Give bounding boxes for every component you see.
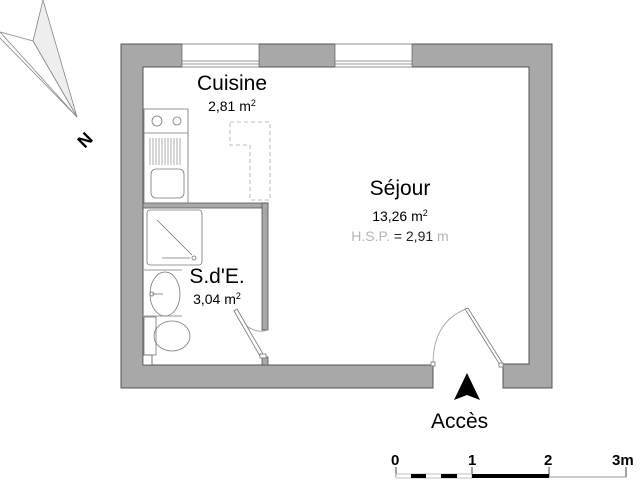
window-cuisine [181, 43, 260, 68]
scale-tick-2: 2 [544, 452, 553, 469]
ceiling-height: H.S.P. = 2,91 m [351, 228, 449, 244]
room-name: Séjour [369, 177, 431, 200]
room-area: 2,81 m2 [208, 98, 256, 114]
entrance-door [430, 307, 504, 368]
interior-partitions [142, 202, 269, 366]
bathroom-fixtures [143, 209, 203, 356]
entrance-label: Accès [431, 410, 489, 433]
window-sejour [334, 43, 413, 68]
toilet-bowl-icon [153, 320, 191, 352]
scale-bar [395, 467, 627, 479]
scale-tick-3: 3m [612, 452, 634, 469]
scale-tick-0: 0 [391, 452, 400, 469]
burner-icon [172, 116, 182, 126]
burner-icon [151, 115, 163, 127]
room-area: 13,26 m2 [372, 208, 428, 224]
kitchen-fixtures [143, 108, 271, 204]
room-label-cuisine: Cuisine 2,81 m2 [172, 72, 292, 115]
room-name: S.d'E. [189, 265, 245, 288]
toilet-tank-icon [143, 316, 157, 356]
scale-tick-1: 1 [468, 452, 477, 469]
room-name: Cuisine [196, 72, 268, 95]
shower-tray-icon [146, 209, 203, 266]
room-label-sejour: Séjour 13,26 m2 H.S.P. = 2,91 m [335, 177, 465, 245]
room-label-sde: S.d'E. 3,04 m2 [172, 265, 262, 308]
sink-icon [150, 168, 185, 199]
entrance-arrow-icon [454, 373, 480, 400]
room-area: 3,04 m2 [193, 291, 241, 307]
north-arrow-icon [0, 0, 78, 118]
bathroom-door [233, 308, 269, 359]
